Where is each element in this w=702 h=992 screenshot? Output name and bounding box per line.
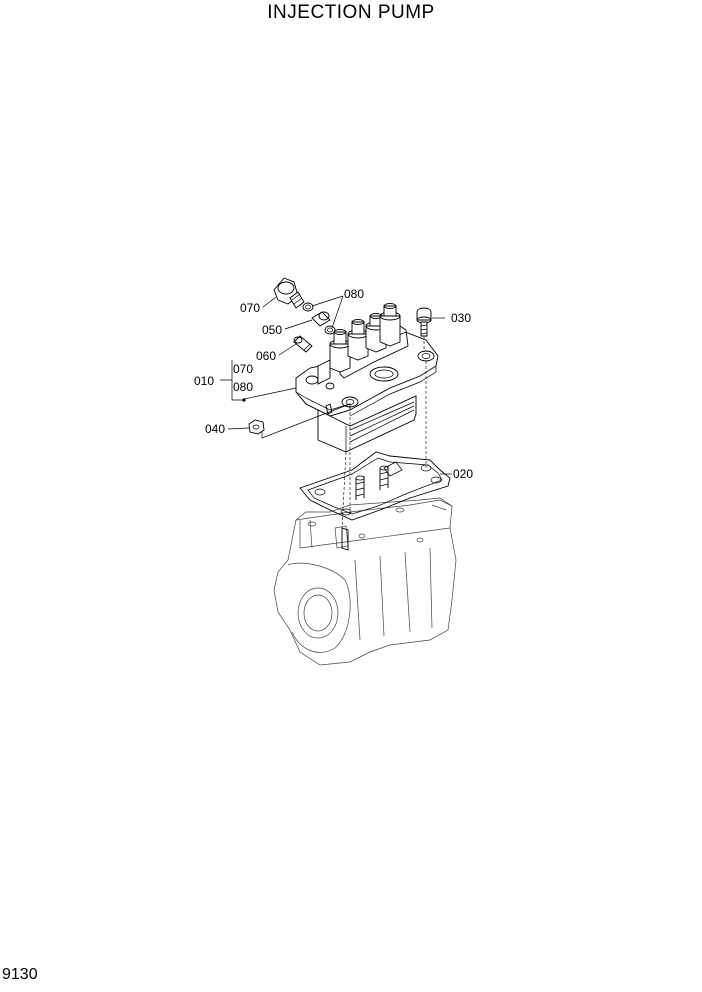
bolt-030 xyxy=(416,307,432,337)
page-title: INJECTION PUMP xyxy=(267,2,435,23)
washers-080 xyxy=(302,302,336,335)
banjo-bolt-070 xyxy=(273,277,305,309)
alignment-lines xyxy=(341,336,427,529)
callout-080-group: 080 xyxy=(233,380,254,394)
pipe-fitting-060 xyxy=(293,335,313,353)
delivery-valve-holders xyxy=(329,303,401,373)
callout-020: 020 xyxy=(453,467,474,481)
connector-050 xyxy=(311,311,331,327)
callout-070-group: 070 xyxy=(233,362,254,376)
callout-040: 040 xyxy=(205,422,226,436)
callout-080-top: 080 xyxy=(344,287,365,301)
nut-040 xyxy=(248,419,265,435)
injection-pump-010 xyxy=(295,303,439,453)
callout-010: 010 xyxy=(194,374,215,388)
callout-050: 050 xyxy=(262,323,283,337)
engine-block xyxy=(273,497,457,666)
leader-dot xyxy=(242,398,246,402)
page-number: 9130 xyxy=(2,966,38,983)
callout-060: 060 xyxy=(256,349,277,363)
callout-070-top: 070 xyxy=(240,301,261,315)
leader-lines xyxy=(220,295,452,475)
gasket-020 xyxy=(299,451,451,551)
callout-030: 030 xyxy=(451,311,472,325)
